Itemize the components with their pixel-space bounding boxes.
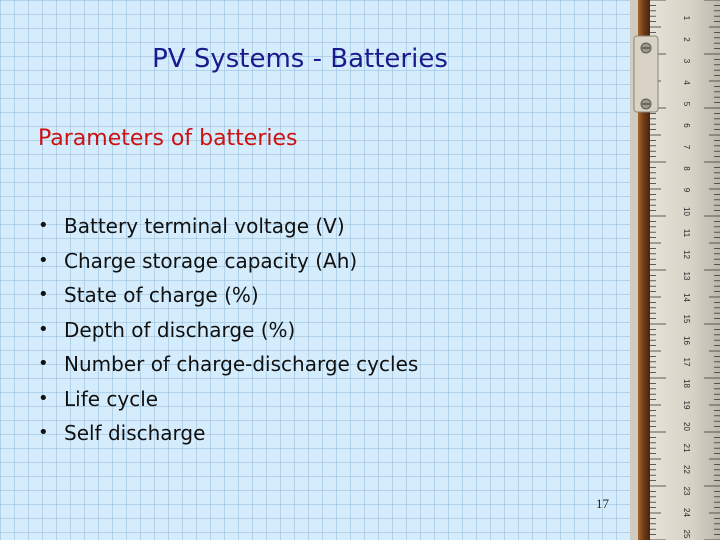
- bullet-item: • Charge storage capacity (Ah): [38, 244, 418, 279]
- ruler-label: 22: [682, 465, 691, 474]
- bullet-text: Life cycle: [64, 386, 159, 411]
- ruler-label: 14: [682, 293, 691, 302]
- ruler-label: 19: [682, 401, 691, 410]
- wood-strip: [638, 0, 650, 540]
- bullet-item: • Depth of discharge (%): [38, 313, 418, 348]
- bullet-icon: •: [38, 353, 49, 374]
- ruler-label: 23: [682, 487, 691, 496]
- bullet-icon: •: [38, 318, 49, 340]
- ruler-label: 7: [682, 145, 691, 150]
- ruler-ticks: [650, 0, 720, 540]
- bullet-text: Charge storage capacity (Ah): [64, 248, 358, 273]
- bullet-icon: •: [38, 215, 49, 236]
- ruler-label: 8: [682, 166, 691, 171]
- ruler-label: 4: [682, 80, 691, 85]
- ruler-label: 9: [682, 188, 691, 193]
- bullet-list: • Battery terminal voltage (V) • Charge …: [38, 209, 418, 451]
- ruler-label: 6: [682, 123, 691, 128]
- slide-title: PV Systems - Batteries: [152, 44, 448, 74]
- ruler-label: 11: [682, 229, 691, 238]
- page-number: 17: [596, 496, 609, 511]
- bullet-text: Number of charge-discharge cycles: [64, 352, 419, 376]
- ruler-clamp: [633, 35, 659, 113]
- bullet-text: Depth of discharge (%): [64, 317, 296, 342]
- bullet-item: • Life cycle: [38, 382, 418, 417]
- ruler-label: 17: [682, 358, 691, 367]
- bullet-icon: •: [38, 422, 49, 443]
- ruler-labels: 1234567891011121314151617181920212223242…: [682, 16, 691, 539]
- ruler-label: 13: [682, 272, 691, 281]
- ruler-label: 15: [682, 315, 691, 324]
- slide-subtitle: Parameters of batteries: [38, 126, 298, 151]
- bullet-item: • Self discharge: [38, 416, 418, 451]
- ruler-label: 2: [682, 37, 691, 42]
- bullet-text: Self discharge: [64, 421, 206, 445]
- ruler-label: 3: [682, 59, 691, 64]
- bullet-text: Battery terminal voltage (V): [64, 214, 345, 238]
- bullet-item: • Battery terminal voltage (V): [38, 209, 418, 244]
- bullet-icon: •: [38, 249, 49, 271]
- bullet-icon: •: [38, 387, 49, 409]
- ruler-label: 24: [682, 508, 691, 517]
- ruler-label: 1: [682, 16, 691, 21]
- ruler-label: 18: [682, 379, 691, 388]
- ruler-label: 21: [682, 444, 691, 453]
- ruler-label: 12: [682, 250, 691, 259]
- ruler-decoration: 1234567891011121314151617181920212223242…: [630, 0, 720, 540]
- bullet-item: • State of charge (%): [38, 278, 418, 313]
- ruler-label: 10: [682, 207, 691, 216]
- bullet-item: • Number of charge-discharge cycles: [38, 347, 418, 382]
- bullet-text: State of charge (%): [64, 283, 259, 307]
- ruler-label: 16: [682, 336, 691, 345]
- bullet-icon: •: [38, 284, 49, 305]
- ruler-label: 5: [682, 102, 691, 107]
- ruler-label: 20: [682, 422, 691, 431]
- ruler-label: 25: [682, 530, 691, 539]
- ruler-edge: [630, 0, 638, 540]
